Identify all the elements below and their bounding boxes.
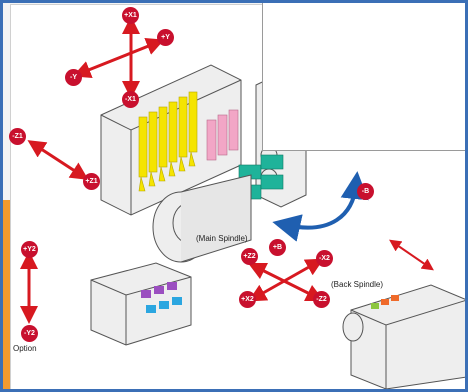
minus-b-badge: -B	[357, 183, 374, 200]
purple-tools	[141, 282, 177, 298]
option-label: Option	[13, 344, 37, 353]
machine-axis-diagram: +X1 -X1 +Y -Y -Z1 +Z1 +Y2 -Y2 -B +B +Z2 …	[9, 4, 466, 390]
b-axis-rotation-arrow	[272, 171, 369, 242]
main-spindle	[152, 174, 252, 263]
plus-z2-badge: +Z2	[241, 248, 258, 265]
minus-x1-badge: -X1	[122, 91, 139, 108]
main-spindle-label: (Main Spindle)	[196, 234, 248, 243]
plus-y-badge: +Y	[157, 29, 174, 46]
back-spindle-label: (Back Spindle)	[331, 280, 384, 289]
back-spindle-travel-arrow	[389, 239, 434, 271]
z1-axis-arrow	[27, 140, 89, 180]
plus-y2-badge: +Y2	[21, 241, 38, 258]
plus-x2-badge: +X2	[239, 291, 256, 308]
minus-z2-badge: -Z2	[313, 291, 330, 308]
x1-y-axis-arrows	[72, 16, 165, 99]
minus-y-badge: -Y	[65, 69, 82, 86]
plus-z1-badge: +Z1	[83, 173, 100, 190]
z2-x2-axis-arrows	[247, 258, 325, 302]
back-spindle-tools	[371, 295, 399, 309]
overlay-panel	[262, 0, 467, 151]
back-spindle	[342, 284, 465, 389]
cyan-tools	[146, 297, 182, 313]
minus-y2-badge: -Y2	[21, 325, 38, 342]
pink-drill-tools	[206, 109, 239, 161]
minus-z1-badge: -Z1	[9, 128, 26, 145]
plus-x1-badge: +X1	[122, 7, 139, 24]
yellow-tool-holders	[138, 91, 198, 192]
minus-x2-badge: -X2	[316, 250, 333, 267]
plus-b-badge: +B	[269, 239, 286, 256]
